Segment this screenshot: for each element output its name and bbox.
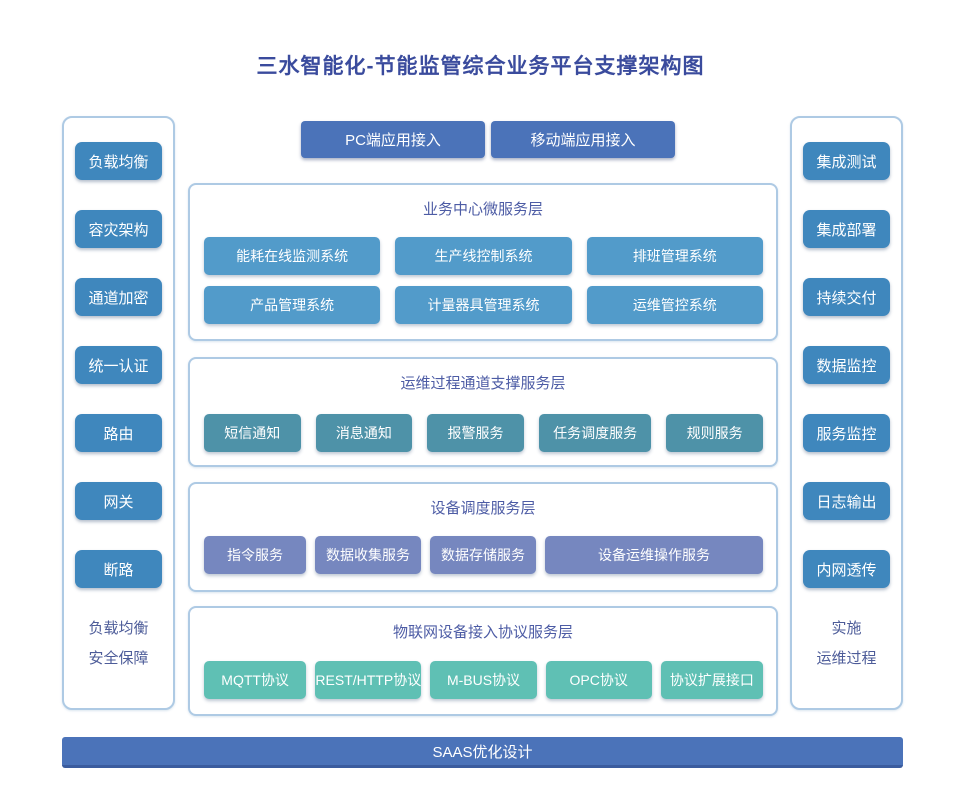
left-sidebar-panel: 负载均衡 容灾架构 通道加密 统一认证 路由 网关 断路 负载均衡 安全保障 [62,116,175,710]
node-sms-notify: 短信通知 [204,414,301,452]
node-channel-encryption: 通道加密 [75,278,162,316]
node-data-monitoring: 数据监控 [803,346,890,384]
layer-ops-channel-support: 运维过程通道支撑服务层 短信通知 消息通知 报警服务 任务调度服务 规则服务 [188,357,778,467]
node-rule-service: 规则服务 [666,414,763,452]
node-log-output: 日志输出 [803,482,890,520]
layer-title: 物联网设备接入协议服务层 [392,624,573,641]
node-data-storage-service: 数据存储服务 [430,536,537,574]
layer-business-microservices: 业务中心微服务层 能耗在线监测系统 生产线控制系统 排班管理系统 产品管理系统 … [188,183,778,341]
left-panel-caption: 负载均衡 安全保障 [64,614,173,674]
right-sidebar-panel: 集成测试 集成部署 持续交付 数据监控 服务监控 日志输出 内网透传 实施 运维… [790,116,903,710]
layer-title: 设备调度服务层 [430,500,536,517]
node-mbus-protocol: M-BUS协议 [430,661,537,699]
node-alarm-service: 报警服务 [427,414,524,452]
layer-title: 运维过程通道支撑服务层 [400,375,566,392]
node-task-scheduling-service: 任务调度服务 [538,414,652,452]
node-integration-deploy: 集成部署 [803,210,890,248]
caption-line: 运维过程 [816,650,877,667]
node-production-line-control-system: 生产线控制系统 [395,237,572,275]
layer-device-scheduling: 设备调度服务层 指令服务 数据收集服务 数据存储服务 设备运维操作服务 [188,482,778,592]
layer-title: 业务中心微服务层 [422,201,543,218]
node-command-service: 指令服务 [204,536,307,574]
node-intranet-passthrough: 内网透传 [803,550,890,588]
node-device-ops-operation-service: 设备运维操作服务 [545,536,763,574]
layer-row: 能耗在线监测系统 生产线控制系统 排班管理系统 [204,237,763,275]
node-gateway: 网关 [75,482,162,520]
node-routing: 路由 [75,414,162,452]
layer-iot-protocol: 物联网设备接入协议服务层 MQTT协议 REST/HTTP协议 M-BUS协议 … [188,606,778,716]
node-circuit-breaker: 断路 [75,550,162,588]
node-data-collection-service: 数据收集服务 [315,536,422,574]
caption-line: 安全保障 [88,650,149,667]
node-shift-management-system: 排班管理系统 [586,237,763,275]
node-product-management-system: 产品管理系统 [204,286,381,324]
node-pc-app-access: PC端应用接入 [301,121,485,158]
node-protocol-extension-interface: 协议扩展接口 [660,661,763,699]
node-metering-device-management-system: 计量器具管理系统 [395,286,572,324]
node-mqtt-protocol: MQTT协议 [204,661,307,699]
node-unified-auth: 统一认证 [75,346,162,384]
node-rest-http-protocol: REST/HTTP协议 [315,661,422,699]
node-mobile-app-access: 移动端应用接入 [491,121,675,158]
node-message-notify: 消息通知 [315,414,413,452]
node-energy-monitoring-system: 能耗在线监测系统 [204,237,381,275]
node-opc-protocol: OPC协议 [545,661,652,699]
right-panel-caption: 实施 运维过程 [792,614,901,674]
caption-line: 负载均衡 [88,620,149,637]
node-load-balancing: 负载均衡 [75,142,162,180]
saas-optimization-bar: SAAS优化设计 [62,737,903,768]
layer-row: MQTT协议 REST/HTTP协议 M-BUS协议 OPC协议 协议扩展接口 [204,661,763,699]
node-continuous-delivery: 持续交付 [803,278,890,316]
layer-row: 产品管理系统 计量器具管理系统 运维管控系统 [204,286,763,324]
caption-line: 实施 [831,620,862,637]
node-service-monitoring: 服务监控 [803,414,890,452]
layer-row: 短信通知 消息通知 报警服务 任务调度服务 规则服务 [204,414,763,452]
page-title: 三水智能化-节能监管综合业务平台支撑架构图 [256,55,705,78]
node-ops-control-system: 运维管控系统 [586,286,763,324]
layer-row: 指令服务 数据收集服务 数据存储服务 设备运维操作服务 [204,536,763,574]
node-integration-test: 集成测试 [803,142,890,180]
node-disaster-recovery: 容灾架构 [75,210,162,248]
